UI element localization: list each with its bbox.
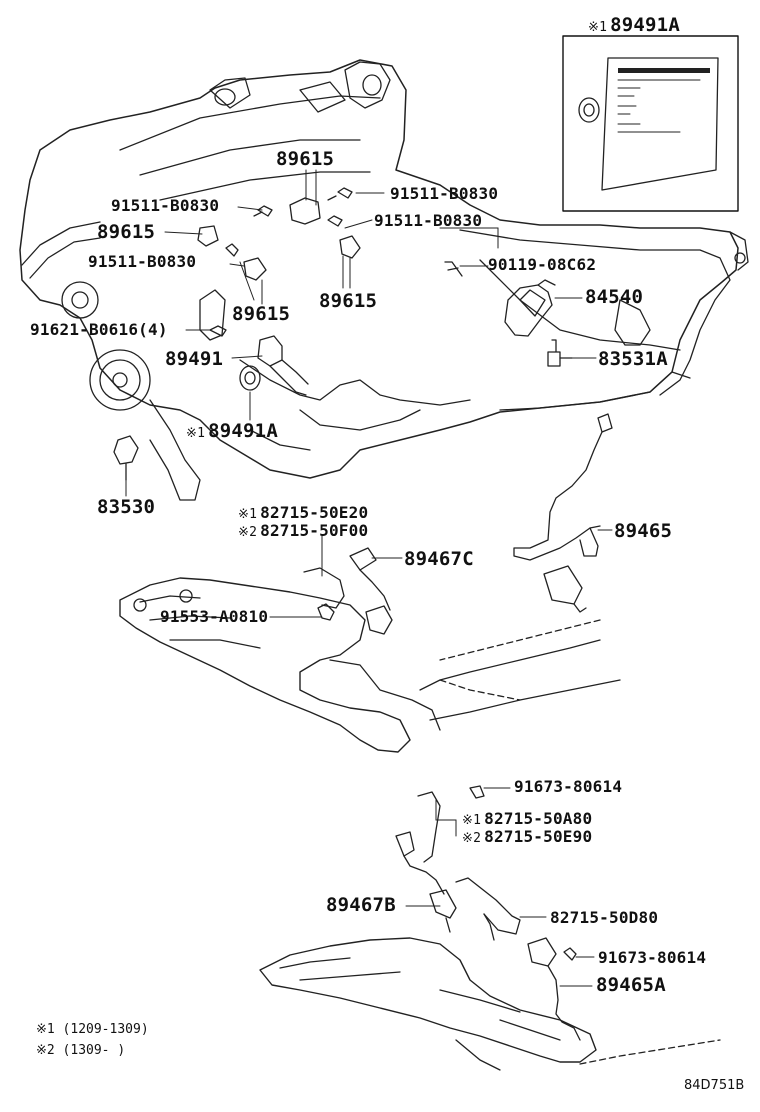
- label-91511-b0830-b: 91511-B0830: [111, 196, 220, 215]
- label-91511-b0830-a: 91511-B0830: [390, 184, 499, 203]
- legend-note-2: ※2 (1309- ): [36, 1043, 126, 1058]
- label-82715-50D80: 82715-50D80: [550, 908, 659, 927]
- label-91511-b0830-c: 91511-B0830: [374, 211, 483, 230]
- label-89615-b: 89615: [97, 221, 156, 243]
- label-83531A: 83531A: [598, 348, 668, 370]
- sensor-89615-a: [289, 197, 321, 225]
- label-91673-80614-b: 91673-80614: [598, 948, 707, 967]
- sensor-89467C: [365, 605, 393, 635]
- label-83530: 83530: [97, 496, 156, 518]
- label-89491: 89491: [165, 348, 224, 370]
- inset-seal: [578, 97, 600, 123]
- inset-box: [562, 35, 739, 212]
- exhaust-manifold-mid: [119, 577, 411, 753]
- label-89467C: 89467C: [404, 548, 474, 570]
- label-89465A: 89465A: [596, 974, 666, 996]
- crank-pulley: [89, 349, 151, 411]
- label-84540: 84540: [585, 286, 644, 308]
- sensor-89465A: [527, 937, 557, 967]
- diagram-code: 84D751B: [684, 1078, 745, 1093]
- label-89615-c: 89615: [319, 290, 378, 312]
- bracket-82715-low-a: [417, 791, 441, 863]
- sensor-89467B: [429, 889, 457, 919]
- label-89615-d: 89615: [232, 303, 291, 325]
- exhaust-manifold-low: [259, 937, 597, 1063]
- legend-note-1: ※1 (1209-1309): [36, 1022, 149, 1037]
- inset-label-sheet: [601, 57, 719, 191]
- bracket-82715-low-b: [455, 877, 521, 935]
- sensor-83530: [113, 435, 139, 465]
- label-89465: 89465: [614, 520, 673, 542]
- seal-89491A: [239, 365, 261, 391]
- label-91621-b0616: 91621-B0616(4): [30, 320, 168, 339]
- label-91511-b0830-d: 91511-B0830: [88, 252, 197, 271]
- switch-83531A: [547, 339, 561, 367]
- label-91673-80614-a: 91673-80614: [514, 777, 623, 796]
- label-89615-a: 89615: [276, 148, 335, 170]
- label-89467B: 89467B: [326, 894, 396, 916]
- sensor-89491: [257, 335, 283, 367]
- label-91553-a0810: 91553-A0810: [160, 607, 269, 626]
- transmission-outline: [459, 229, 731, 396]
- sensor-84540: [504, 284, 553, 337]
- label-90119-08c62: 90119-08C62: [488, 255, 597, 274]
- sensor-89465: [543, 565, 583, 605]
- bracket-82715-mid: [303, 567, 345, 609]
